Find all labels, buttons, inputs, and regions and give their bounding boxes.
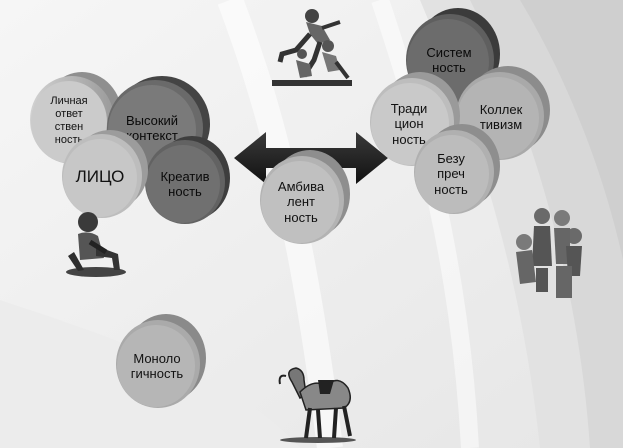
- people-group-clipart: [516, 208, 582, 298]
- node-monologichnost: Моноло гичность: [108, 312, 208, 412]
- node-label: Амбива лент ность: [277, 179, 325, 225]
- node-ambivalentnost: Амбива лент ность: [252, 148, 352, 248]
- node-label: Креатив ность: [160, 168, 210, 199]
- node-label: Тради цион ность: [390, 101, 428, 147]
- node-bezuprechnost: Безу преч ность: [406, 122, 502, 218]
- node-label: Высокий контекст: [125, 112, 179, 143]
- camel-clipart: [278, 367, 356, 443]
- node-label: Безу преч ность: [434, 151, 468, 197]
- sprinters-clipart: [272, 9, 352, 86]
- cylinder-shape: [414, 124, 500, 214]
- node-label: Систем ность: [426, 44, 472, 75]
- node-litso: ЛИЦО: [60, 128, 150, 220]
- node-label: Моноло гичность: [130, 350, 184, 381]
- node-kreativnost: Креатив ность: [140, 134, 232, 226]
- cylinder-shape: [260, 150, 350, 244]
- node-label: Коллек тивизм: [479, 101, 523, 132]
- cylinder-shape: [145, 136, 230, 224]
- node-label: ЛИЦО: [75, 167, 125, 187]
- cylinder-shape: [116, 314, 206, 408]
- node-label: Личная ответ ствен ность: [50, 95, 88, 146]
- sitting-child-clipart: [66, 212, 126, 277]
- cylinder-shape: [62, 130, 148, 218]
